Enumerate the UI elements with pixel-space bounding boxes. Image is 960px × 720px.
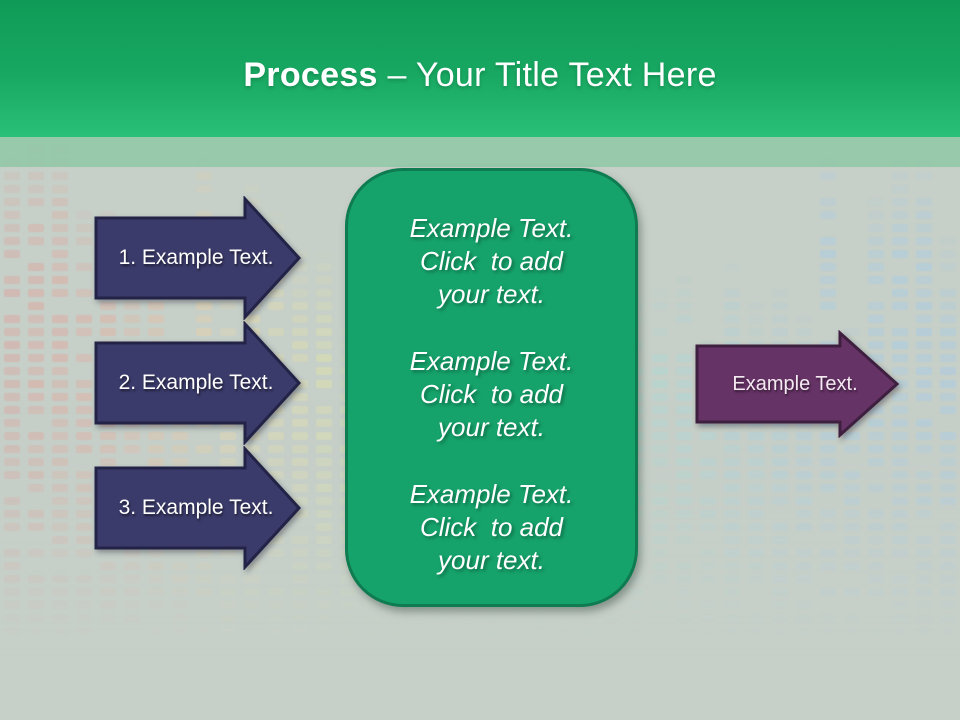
result-arrow[interactable]: Example Text.: [695, 330, 900, 438]
step-label[interactable]: 1. Example Text.: [118, 246, 274, 269]
title-subtitle: – Your Title Text Here: [377, 56, 717, 94]
right-arrow-polygon: [94, 321, 302, 445]
placeholder-text-block-2[interactable]: Example Text. Click to add your text.: [409, 346, 574, 442]
step-arrow-1[interactable]: 1. Example Text.: [94, 196, 302, 320]
step-arrow-2[interactable]: 2. Example Text.: [94, 321, 302, 445]
title-keyword: Process: [243, 56, 378, 94]
slide-title[interactable]: Process – Your Title Text Here: [243, 42, 716, 95]
right-arrow-polygon: [94, 446, 302, 570]
right-arrow-shape: [94, 196, 302, 320]
step-label[interactable]: 3. Example Text.: [118, 496, 274, 519]
right-arrow-shape: [94, 321, 302, 445]
right-arrow-shape: [695, 330, 900, 438]
placeholder-text-block-3[interactable]: Example Text. Click to add your text.: [409, 479, 574, 575]
title-bar: Process – Your Title Text Here: [0, 0, 960, 137]
placeholder-text-block-1[interactable]: Example Text. Click to add your text.: [409, 213, 574, 309]
right-arrow-polygon: [695, 330, 900, 438]
result-label[interactable]: Example Text.: [732, 372, 858, 395]
center-text-box[interactable]: Example Text. Click to add your text. Ex…: [345, 168, 638, 607]
header-accent-band: [0, 137, 960, 167]
right-arrow-polygon: [94, 196, 302, 320]
step-arrow-3[interactable]: 3. Example Text.: [94, 446, 302, 570]
step-label[interactable]: 2. Example Text.: [118, 371, 274, 394]
right-arrow-shape: [94, 446, 302, 570]
